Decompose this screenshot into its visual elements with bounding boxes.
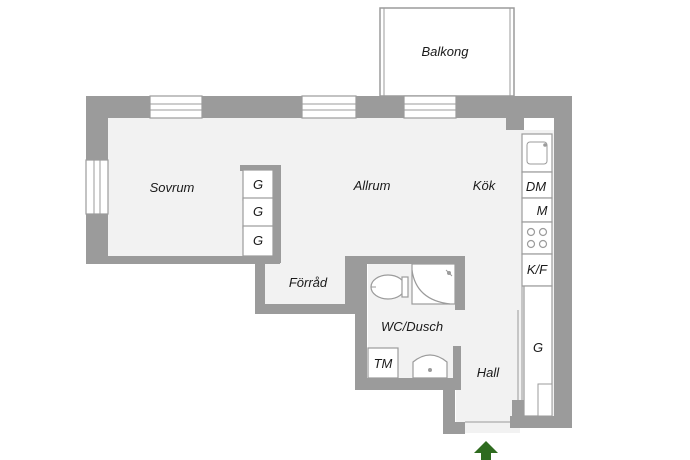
microwave-label: M bbox=[537, 203, 548, 218]
bathroom-label: WC/Dusch bbox=[381, 319, 443, 334]
wardrobe-bedroom bbox=[242, 169, 274, 257]
wardrobe-label: G bbox=[253, 204, 263, 219]
balcony bbox=[379, 7, 515, 97]
storage-label: Förråd bbox=[289, 275, 328, 290]
fridge-freezer-label: K/F bbox=[527, 262, 548, 277]
washer-label: TM bbox=[374, 356, 393, 371]
bedroom-label: Sovrum bbox=[150, 180, 195, 195]
floor-area bbox=[108, 118, 554, 433]
dishwasher-label: DM bbox=[526, 179, 546, 194]
kitchen-label: Kök bbox=[473, 178, 497, 193]
balcony-label: Balkong bbox=[422, 44, 470, 59]
wardrobe-label: G bbox=[253, 177, 263, 192]
wardrobe-label: G bbox=[253, 233, 263, 248]
bathroom-fixtures bbox=[367, 263, 456, 379]
living-room-label: Allrum bbox=[353, 178, 391, 193]
hall-label: Hall bbox=[477, 365, 501, 380]
hall-wardrobe-label: G bbox=[533, 340, 543, 355]
kitchen-fixtures bbox=[517, 133, 553, 417]
up-arrow-icon bbox=[474, 441, 498, 460]
windows bbox=[85, 95, 457, 215]
